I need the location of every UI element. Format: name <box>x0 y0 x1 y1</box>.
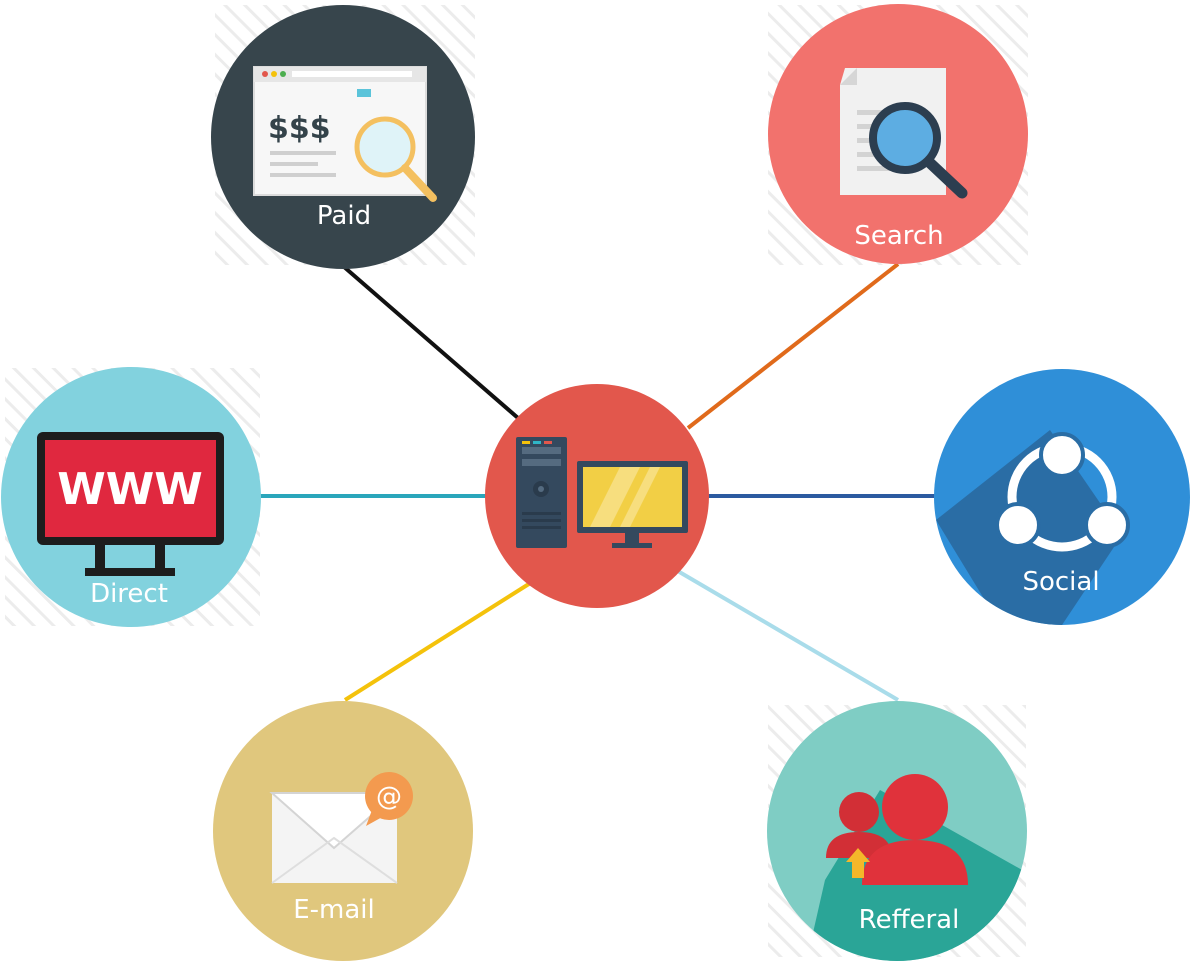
browser-magnifier-icon: $$$ <box>253 66 437 202</box>
node-direct: WWW Direct <box>1 367 261 627</box>
connector-referral <box>674 568 900 702</box>
monitor-www-icon: WWW <box>37 432 224 576</box>
node-email: @ E-mail <box>213 701 473 961</box>
label-search: Search <box>854 221 943 251</box>
label-paid: Paid <box>317 201 371 231</box>
label-referral: Refferal <box>859 905 960 935</box>
label-direct: Direct <box>90 579 168 609</box>
www-text: WWW <box>57 464 203 515</box>
connector-search <box>686 262 900 430</box>
computer-icon <box>516 437 688 548</box>
node-paid: $$$ Paid <box>211 5 475 269</box>
hub-node <box>485 384 709 608</box>
node-search: Search <box>768 4 1028 264</box>
connector-email <box>343 580 534 702</box>
connector-paid <box>341 264 520 420</box>
users-referral-icon <box>826 774 968 885</box>
at-symbol-text: @ <box>376 782 402 812</box>
share-icon <box>995 432 1130 552</box>
document-search-icon <box>840 68 968 199</box>
label-social: Social <box>1022 567 1099 597</box>
dollar-text: $$$ <box>268 111 331 146</box>
envelope-at-icon: @ <box>269 772 413 884</box>
node-social: Social <box>934 369 1190 625</box>
label-email: E-mail <box>293 895 375 925</box>
connectors <box>260 262 936 702</box>
